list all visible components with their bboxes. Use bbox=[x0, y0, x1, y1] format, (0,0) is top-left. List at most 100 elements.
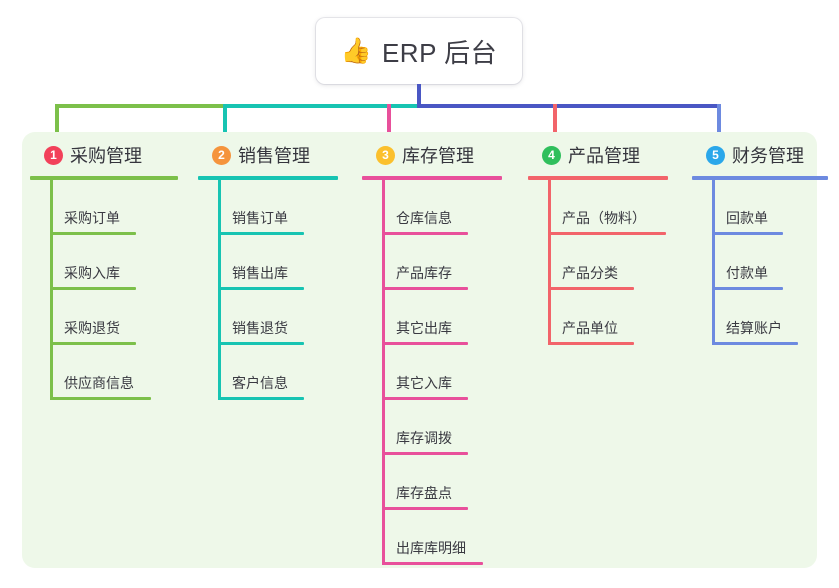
branch-item[interactable]: 出库库明细 bbox=[362, 510, 502, 565]
branch-item-rule bbox=[382, 232, 468, 235]
bus-segment-2 bbox=[223, 104, 417, 108]
branch-header-2[interactable]: 2 销售管理 bbox=[198, 142, 338, 168]
branch-badge-5: 5 bbox=[706, 145, 725, 165]
branch-badge-1: 1 bbox=[44, 145, 63, 165]
branch-item[interactable]: 销售退货 bbox=[198, 290, 338, 345]
branch-item-label: 结算账户 bbox=[726, 320, 782, 336]
branch-rule-3 bbox=[362, 176, 502, 180]
branch-item[interactable]: 供应商信息 bbox=[30, 345, 178, 400]
branch-item[interactable]: 结算账户 bbox=[692, 290, 828, 345]
branch-panel bbox=[22, 132, 817, 568]
branch-item-rule bbox=[382, 287, 468, 290]
branch-item[interactable]: 产品分类 bbox=[528, 235, 668, 290]
branch-item[interactable]: 产品库存 bbox=[362, 235, 502, 290]
branch-badge-2: 2 bbox=[212, 145, 231, 165]
branch-item[interactable]: 回款单 bbox=[692, 180, 828, 235]
branch-item-label: 其它出库 bbox=[396, 320, 452, 336]
branch-item-list-4: 产品（物料） 产品分类产品单位 bbox=[528, 180, 668, 345]
branch-trunk-3 bbox=[382, 180, 385, 565]
branch-item-label: 销售退货 bbox=[232, 320, 288, 336]
branch-item-label: 采购订单 bbox=[64, 210, 120, 226]
branch-item-rule bbox=[50, 232, 136, 235]
branch-badge-3: 3 bbox=[376, 145, 395, 165]
branch-item[interactable]: 客户信息 bbox=[198, 345, 338, 400]
branch-item-label: 采购入库 bbox=[64, 265, 120, 281]
thumbs-up-icon: 👍 bbox=[340, 36, 372, 65]
branch-trunk-5 bbox=[712, 180, 715, 345]
branch-item[interactable]: 采购入库 bbox=[30, 235, 178, 290]
branch-trunk-2 bbox=[218, 180, 221, 400]
branch-stem-1 bbox=[55, 104, 59, 144]
branch-rule-1 bbox=[30, 176, 178, 180]
branch-item-rule bbox=[382, 342, 468, 345]
branch-title-2: 销售管理 bbox=[238, 146, 310, 166]
branch-item[interactable]: 采购订单 bbox=[30, 180, 178, 235]
branch-item-label: 库存盘点 bbox=[396, 485, 452, 501]
branch-item-list-2: 销售订单销售出库销售退货客户信息 bbox=[198, 180, 338, 400]
branch-item-label: 出库库明细 bbox=[396, 540, 466, 556]
branch-title-5: 财务管理 bbox=[732, 146, 804, 166]
bus-segment-1 bbox=[55, 104, 223, 108]
branch-item-label: 销售出库 bbox=[232, 265, 288, 281]
branch-item[interactable]: 采购退货 bbox=[30, 290, 178, 345]
branch-item[interactable]: 库存调拨 bbox=[362, 400, 502, 455]
branch-item-label: 回款单 bbox=[726, 210, 768, 226]
root-node[interactable]: 👍 ERP 后台 bbox=[316, 18, 522, 84]
branch-rule-4 bbox=[528, 176, 668, 180]
branch-item-rule bbox=[712, 232, 783, 235]
branch-item[interactable]: 仓库信息 bbox=[362, 180, 502, 235]
branch-item-rule bbox=[50, 287, 136, 290]
branch-item-label: 产品分类 bbox=[562, 265, 618, 281]
branch-item-label: 产品单位 bbox=[562, 320, 618, 336]
branch-item[interactable]: 库存盘点 bbox=[362, 455, 502, 510]
branch-item-label: 供应商信息 bbox=[64, 375, 134, 391]
branch-badge-4: 4 bbox=[542, 145, 561, 165]
branch-item-rule bbox=[50, 397, 151, 400]
branch-header-3[interactable]: 3 库存管理 bbox=[362, 142, 502, 168]
branch-item-rule bbox=[382, 397, 468, 400]
branch-item-rule bbox=[548, 287, 634, 290]
root-node-label: ERP 后台 bbox=[381, 37, 498, 68]
branch-item[interactable]: 销售订单 bbox=[198, 180, 338, 235]
branch-stem-4 bbox=[553, 104, 557, 144]
branch-item-list-3: 仓库信息产品库存其它出库其它入库库存调拨库存盘点出库库明细 bbox=[362, 180, 502, 565]
branch-item-rule bbox=[218, 232, 304, 235]
branch-item[interactable]: 其它出库 bbox=[362, 290, 502, 345]
branch-title-3: 库存管理 bbox=[402, 146, 474, 166]
branch-stem-2 bbox=[223, 104, 227, 144]
branch-item[interactable]: 销售出库 bbox=[198, 235, 338, 290]
branch-item-label: 销售订单 bbox=[232, 210, 288, 226]
branch-item-rule bbox=[218, 397, 304, 400]
branch-item-rule bbox=[382, 452, 468, 455]
bus-segment-3 bbox=[417, 104, 721, 108]
branch-header-5[interactable]: 5 财务管理 bbox=[692, 142, 828, 168]
branch-rule-5 bbox=[692, 176, 828, 180]
branch-stem-5 bbox=[717, 104, 721, 144]
branch-trunk-1 bbox=[50, 180, 53, 400]
branch-item-list-5: 回款单付款单结算账户 bbox=[692, 180, 828, 345]
branch-item[interactable]: 产品（物料） bbox=[528, 180, 668, 235]
root-stem bbox=[417, 84, 421, 108]
branch-column-5: 5 财务管理回款单付款单结算账户 bbox=[692, 142, 828, 345]
branch-item-label: 付款单 bbox=[726, 265, 768, 281]
branch-item[interactable]: 产品单位 bbox=[528, 290, 668, 345]
branch-item-rule bbox=[50, 342, 136, 345]
branch-item-rule bbox=[382, 507, 468, 510]
branch-item[interactable]: 其它入库 bbox=[362, 345, 502, 400]
branch-item-label: 库存调拨 bbox=[396, 430, 452, 446]
branch-item-rule bbox=[382, 562, 483, 565]
branch-item[interactable]: 付款单 bbox=[692, 235, 828, 290]
branch-column-2: 2 销售管理销售订单销售出库销售退货客户信息 bbox=[198, 142, 338, 400]
branch-item-rule bbox=[548, 342, 634, 345]
branch-item-rule bbox=[548, 232, 666, 235]
branch-item-rule bbox=[712, 287, 783, 290]
branch-item-label: 产品（物料） bbox=[562, 210, 646, 226]
branch-item-label: 产品库存 bbox=[396, 265, 452, 281]
branch-column-3: 3 库存管理仓库信息产品库存其它出库其它入库库存调拨库存盘点出库库明细 bbox=[362, 142, 502, 565]
branch-item-rule bbox=[218, 342, 304, 345]
